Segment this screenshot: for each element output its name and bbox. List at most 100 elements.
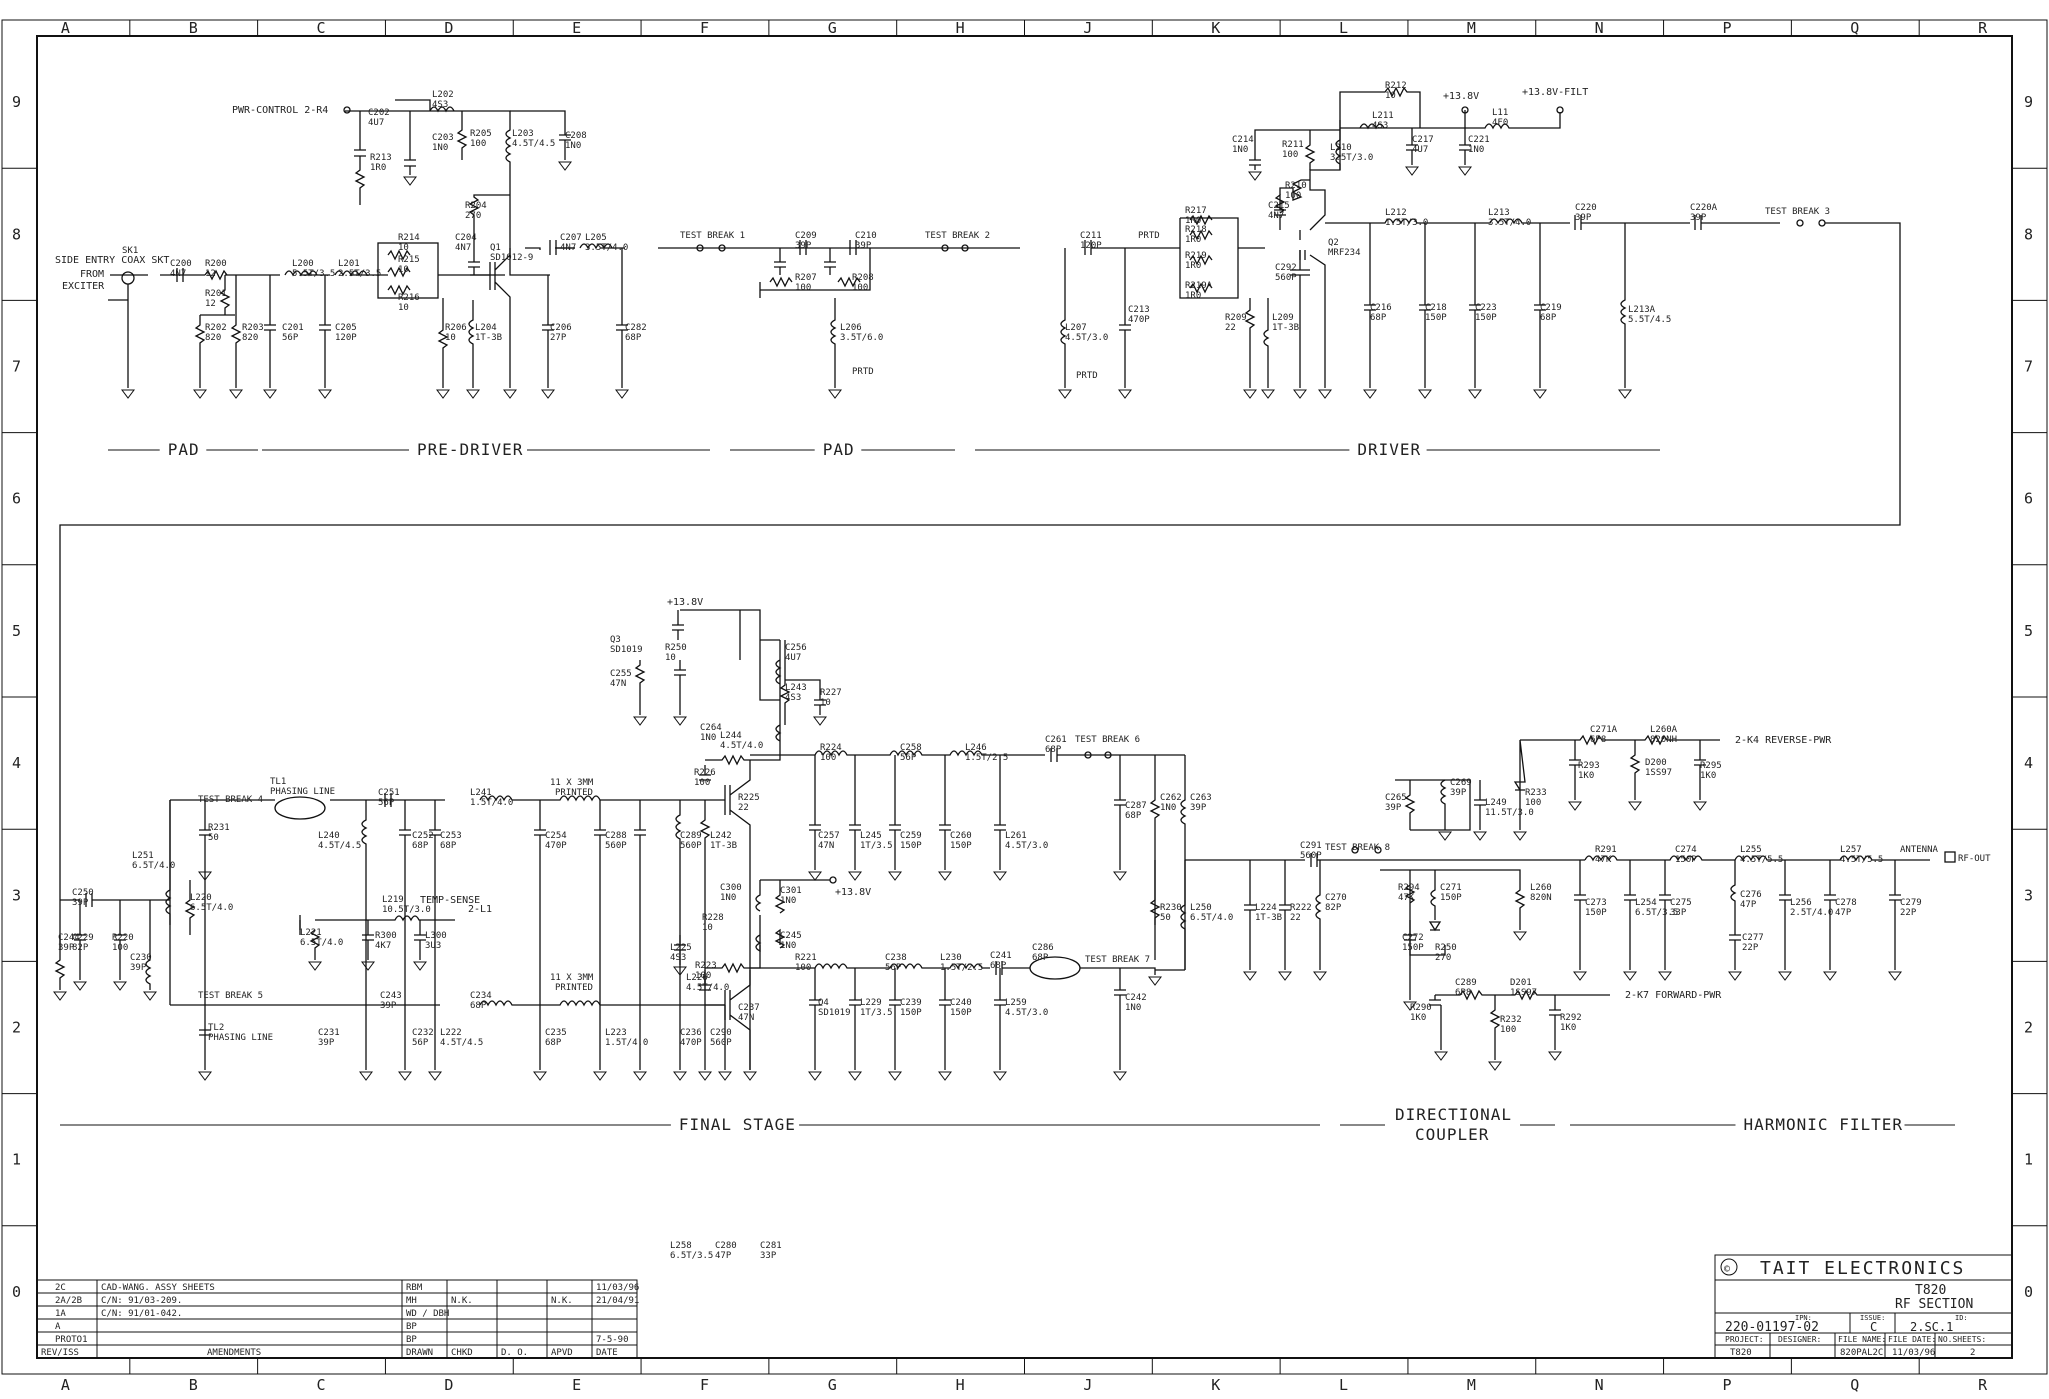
component-ref: L224 (1255, 903, 1277, 913)
component-ref: R233 (1525, 788, 1547, 798)
grid-col-label: E (572, 19, 581, 37)
section-label-dircoupler-1: DIRECTIONAL (1395, 1105, 1512, 1124)
ground-icon (398, 1071, 412, 1081)
component-value: 39P (1385, 803, 1402, 813)
project-label: PROJECT: (1725, 1335, 1764, 1344)
component-ref: C213 (1128, 305, 1150, 315)
ground-icon (1468, 389, 1482, 399)
id-value: 2.SC.1 (1910, 1320, 1953, 1334)
component-value: 100 (1525, 798, 1541, 808)
printed-note-2a: 11 X 3MM (550, 973, 594, 983)
component-ref: R218 (1185, 225, 1207, 235)
copyright-icon (1720, 1258, 1738, 1276)
grid-col-label: C (317, 1376, 326, 1394)
revision-header-rev: REV/ISS (41, 1348, 79, 1358)
ground-icon (673, 1071, 687, 1081)
filedate-value: 11/03/96 (1892, 1348, 1935, 1358)
grid-row-label: 9 (2024, 93, 2033, 111)
component-value: 12 (205, 269, 216, 279)
component-value: 1K0 (1560, 1023, 1576, 1033)
section-label-pad2: PAD (823, 440, 855, 459)
component-value: 4U7 (368, 118, 384, 128)
component-value: 1K0 (1700, 771, 1716, 781)
filename-label: FILE NAME: (1838, 1335, 1886, 1344)
component-ref: C272 (1402, 933, 1424, 943)
revision-header-apvd: APVD (551, 1348, 573, 1358)
ground-icon (1658, 971, 1672, 981)
printed-note-1b: PRINTED (555, 788, 593, 798)
component-value: 3U3 (425, 941, 441, 951)
grid-row-label: 8 (2024, 225, 2033, 243)
grid-col-label: E (572, 1376, 581, 1394)
input-note-3: EXCITER (62, 281, 105, 292)
component-value: 4S3 (432, 100, 448, 110)
component-ref: L205 (585, 233, 607, 243)
component-ref: L219 (382, 895, 404, 905)
component-value: PHASING LINE (208, 1033, 273, 1043)
component-ref: R200 (205, 259, 227, 269)
grid-row-label: 6 (2024, 490, 2033, 508)
component-ref: L259 (1005, 998, 1027, 1008)
component-ref: L225 (670, 943, 692, 953)
component-ref: C277 (1742, 933, 1764, 943)
component-ref: C263 (1190, 793, 1212, 803)
component-value: SD1019 (610, 645, 643, 655)
component-value: 100 (795, 963, 811, 973)
component-value: 68P (412, 841, 429, 851)
component-ref: C239 (900, 998, 922, 1008)
ground-icon (1248, 171, 1262, 181)
component-value: 1SS97 (1645, 768, 1672, 778)
component-value: 4.5T/3.0 (1005, 841, 1048, 851)
test-break-8: TEST BREAK 8 (1325, 843, 1390, 853)
grid-col-label: J (1083, 1376, 1092, 1394)
component-ref: R300 (375, 931, 397, 941)
grid-col-label: D (444, 1376, 453, 1394)
ground-symbols (53, 161, 1902, 1081)
filedate-label: FILE DATE: (1888, 1335, 1936, 1344)
supply-filt-note: +13.8V-FILT (1522, 87, 1588, 98)
component-value: 100 (1500, 1025, 1516, 1035)
ground-icon (938, 871, 952, 881)
revision-chkd: N.K. (451, 1296, 473, 1306)
component-value: 1N0 (720, 893, 736, 903)
component-ref: D200 (1645, 758, 1667, 768)
component-ref: L255 (1740, 845, 1762, 855)
ground-icon (1434, 1051, 1448, 1061)
component-value: 68P (1032, 953, 1049, 963)
component-ref: C265 (1385, 793, 1407, 803)
component-ref: L223 (605, 1028, 627, 1038)
grid-row-label: 4 (12, 754, 21, 772)
component-ref: R250 (1435, 943, 1457, 953)
component-value: 100 (470, 139, 486, 149)
component-value: 22 (1290, 913, 1301, 923)
component-value: 100 (820, 753, 836, 763)
ground-icon (113, 981, 127, 991)
component-value: 4.5T/4.0 (720, 741, 763, 751)
component-value: 100 (1282, 150, 1298, 160)
component-value: 560P (1300, 851, 1322, 861)
component-value: 1N0 (780, 896, 796, 906)
component-ref: C259 (900, 831, 922, 841)
grid-row-label: 3 (12, 886, 21, 904)
title-block: © TAIT ELECTRONICS T820 RF SECTION IPN: … (1714, 1254, 2013, 1359)
revision-date: 21/04/91 (596, 1296, 639, 1306)
component-value: 68P (1045, 745, 1062, 755)
component-value: 68P (440, 841, 457, 851)
ground-icon (1118, 389, 1132, 399)
component-ref: R224 (820, 743, 842, 753)
component-ref: R202 (205, 323, 227, 333)
issue-value: C (1870, 1320, 1877, 1334)
grid-row-label: 9 (12, 93, 21, 111)
ground-icon (1888, 971, 1902, 981)
component-value: 4S3 (785, 693, 801, 703)
rf-out-note: RF-OUT (1958, 854, 1991, 864)
component-ref: C203 (432, 133, 454, 143)
revision-drawn: BP (406, 1335, 417, 1345)
component-ref: Q3 (610, 635, 621, 645)
component-ref: R291 (1595, 845, 1617, 855)
component-value: 56P (885, 963, 902, 973)
ipn-value: 220-01197-02 (1725, 1320, 1819, 1335)
component-ref: C242 (1125, 993, 1147, 1003)
component-value: SD1012-9 (490, 253, 533, 263)
